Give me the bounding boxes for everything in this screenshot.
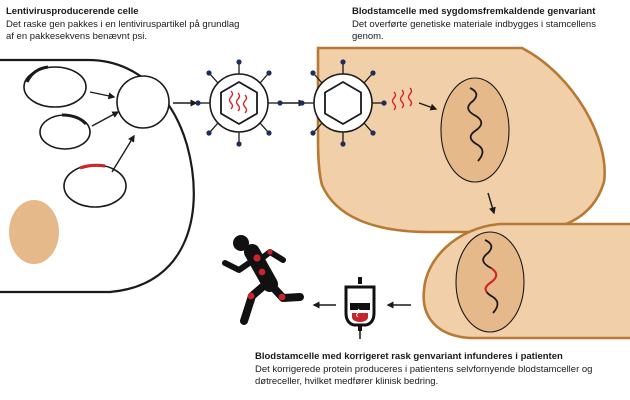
- arrow: [89, 91, 116, 100]
- plasmid-icon: [63, 163, 127, 208]
- caption-title: Blodstamcelle med sygdomsfremkaldende ge…: [352, 6, 596, 17]
- caption-stemcell: Blodstamcelle med sygdomsfremkaldende ge…: [352, 6, 627, 44]
- corrected-cell-membrane: [422, 222, 630, 340]
- released-gene: [391, 87, 413, 111]
- arrow: [418, 102, 438, 111]
- caption-body: Det overførte genetiske materiale indbyg…: [352, 18, 596, 43]
- infusion-bag-icon: [344, 277, 376, 339]
- caption-title: Blodstamcelle med korrigeret rask genvar…: [255, 351, 563, 362]
- plasmid-icon: [23, 65, 87, 108]
- caption-corrected: Blodstamcelle med korrigeret rask genvar…: [255, 351, 595, 389]
- plasmid-icon: [39, 113, 91, 150]
- caption-title: Lentivirusproducerende celle: [6, 6, 139, 17]
- corrected-gene-insert: [484, 267, 498, 293]
- virus-particle-icon: [195, 59, 283, 147]
- running-person-icon: [222, 235, 304, 325]
- caption-lentivirus: Lentivirusproducerende celle Det raske g…: [6, 6, 246, 44]
- arrow: [111, 134, 135, 173]
- arrow: [487, 192, 496, 215]
- producer-cell-nucleus: [9, 200, 59, 264]
- virus-particle-icon: [299, 59, 387, 147]
- stem-cell-disease: [299, 46, 606, 234]
- arrow: [91, 111, 120, 127]
- caption-body: Det korrigerede protein produceres i pat…: [255, 363, 593, 388]
- virus-assembly-circle: [116, 75, 170, 129]
- genome-strand: [467, 87, 484, 162]
- stem-cell-corrected: [422, 222, 630, 340]
- caption-body: Det raske gen pakkes i en lentiviruspart…: [6, 18, 240, 43]
- producer-cell: [0, 58, 195, 294]
